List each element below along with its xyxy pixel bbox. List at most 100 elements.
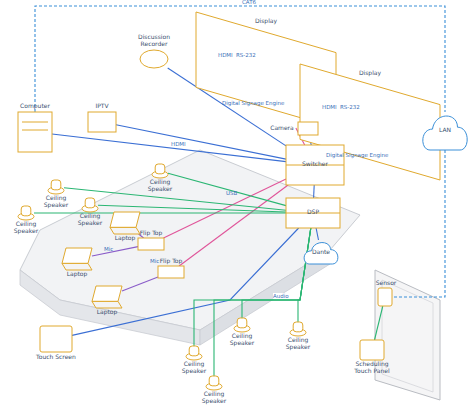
device-node: Camera (298, 122, 318, 135)
node-label: Sensor (374, 280, 398, 287)
node-outline (378, 288, 392, 306)
speaker-body (155, 164, 165, 174)
speaker-body (85, 198, 95, 208)
device-node: Flip Top (138, 238, 164, 250)
node-outline (88, 112, 116, 132)
callout-label: HDMI (218, 52, 233, 58)
device-node: Flip Top (158, 266, 184, 278)
speaker-node: Ceiling Speaker (82, 198, 98, 212)
cable-connector (116, 125, 286, 159)
device-puck (140, 50, 168, 68)
cable-connector (194, 228, 311, 346)
touch-panel (360, 340, 384, 360)
device-node: Laptop (110, 212, 140, 234)
laptop-screen (92, 286, 122, 301)
node-label: Laptop (58, 271, 96, 278)
device-node: LAN (420, 112, 470, 150)
node-label: Ceiling Speaker (281, 337, 315, 350)
node-outline (18, 112, 52, 152)
laptop-base (92, 301, 122, 308)
speaker-body (237, 318, 247, 328)
node-outline (82, 198, 98, 212)
callout-label: RS-232 (236, 52, 256, 58)
device-node: DSP (286, 198, 340, 228)
speaker-node: Ceiling Speaker (206, 376, 222, 390)
cable-connector (242, 228, 311, 318)
door (375, 270, 440, 400)
node-outline (206, 376, 222, 390)
speaker-body (209, 376, 219, 386)
device-node: Switcher (286, 145, 344, 185)
callout-label: HDMI (322, 104, 337, 110)
speaker-node: Ceiling Speaker (152, 164, 168, 178)
laptop-screen (110, 212, 140, 227)
cable-connector (122, 277, 158, 291)
callout-label: Digital Signage Engine (222, 100, 284, 106)
speaker-node: Ceiling Speaker (290, 322, 306, 336)
callout-label: USB (226, 190, 237, 196)
node-outline (290, 322, 306, 336)
device-node: Laptop (62, 248, 92, 270)
node-outline (18, 206, 34, 220)
device-box (158, 266, 184, 278)
cable-connector (72, 228, 299, 335)
node-label: Display (236, 18, 296, 25)
rack-unit (286, 198, 340, 228)
touch-panel (378, 288, 392, 306)
touch-panel (40, 326, 72, 352)
cable-connector (98, 205, 286, 212)
speaker-body (51, 180, 61, 190)
node-label: Ceiling Speaker (9, 221, 43, 234)
computer-tower (18, 112, 52, 152)
cable-connector (316, 228, 318, 240)
callout-label: RS-232 (340, 104, 360, 110)
node-label: Ceiling Speaker (143, 179, 177, 192)
cable-connector (214, 228, 311, 376)
speaker-node: Ceiling Speaker (234, 318, 250, 332)
node-label: Discussion Recorder (124, 34, 184, 47)
node-label: Camera (268, 125, 296, 132)
node-outline (186, 346, 202, 360)
device-node: Touch Screen (40, 326, 72, 352)
callout-label: Digital Signage Engine (326, 152, 388, 158)
tower-slot (22, 122, 48, 123)
edge-label: Audio (273, 293, 289, 299)
node-label: DSP (286, 209, 340, 216)
callout-label: Mic (150, 258, 159, 264)
device-node: Sensor (378, 288, 392, 306)
node-label: Scheduling Touch Panel (348, 361, 396, 374)
cable-connector (92, 247, 138, 256)
node-label: Computer (10, 103, 60, 110)
node-label: Display (340, 70, 400, 77)
node-outline (138, 238, 164, 250)
rack-unit (286, 145, 344, 185)
node-label: Switcher (286, 161, 344, 168)
speaker-body (293, 322, 303, 332)
node-outline (40, 326, 72, 352)
device-box (138, 238, 164, 250)
cable-connector (313, 185, 315, 198)
cable-connector (179, 185, 288, 266)
cable-connector (168, 173, 286, 205)
node-label: Dante (302, 249, 340, 256)
node-outline (62, 248, 92, 270)
speaker-body (21, 206, 31, 216)
node-outline (158, 266, 184, 278)
node-outline (234, 318, 250, 332)
cable-connector (34, 212, 286, 213)
node-label: Flip Top (134, 230, 168, 237)
node-label: Laptop (88, 309, 126, 316)
cable-connector (52, 134, 286, 162)
tower-slot (22, 130, 48, 131)
node-label: Ceiling Speaker (177, 361, 211, 374)
network-cloud (423, 116, 467, 150)
node-outline (48, 180, 64, 194)
device-node: Dante (302, 240, 340, 264)
cable-connector (375, 306, 383, 340)
device-node: Computer (18, 112, 52, 152)
speaker-body (189, 346, 199, 356)
node-outline (360, 340, 384, 360)
device-node: Scheduling Touch Panel (360, 340, 384, 360)
node-label: IPTV (82, 103, 122, 110)
